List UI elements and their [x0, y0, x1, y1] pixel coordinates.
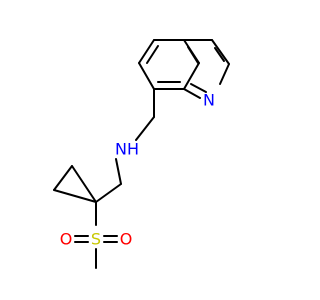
bond [183, 62, 200, 90]
bond [95, 183, 122, 203]
bond [219, 63, 230, 85]
bond [135, 116, 155, 141]
oxygen-right-label: O [120, 230, 133, 249]
molecule-structure: N NH S O O [53, 39, 230, 269]
bond [53, 189, 97, 203]
ring-nitrogen-label: N [203, 91, 215, 110]
bond [115, 158, 122, 185]
bond [146, 45, 159, 64]
bond [183, 88, 201, 99]
sulfonyl-group [74, 201, 118, 269]
quinoline-ring [138, 39, 230, 118]
bond [138, 62, 155, 90]
structure-canvas: N NH S O O [53, 39, 230, 269]
bond [214, 47, 225, 62]
linker-chain [95, 116, 155, 203]
bond [190, 83, 207, 93]
amine-label: NH [115, 140, 139, 159]
bond [211, 39, 230, 65]
oxygen-left-label: O [60, 230, 73, 249]
bond [138, 39, 155, 64]
bond [187, 46, 199, 64]
cyclopropane-ring [53, 165, 97, 203]
bond [53, 165, 73, 191]
sulfur-label: S [91, 230, 101, 249]
bond [71, 165, 97, 203]
